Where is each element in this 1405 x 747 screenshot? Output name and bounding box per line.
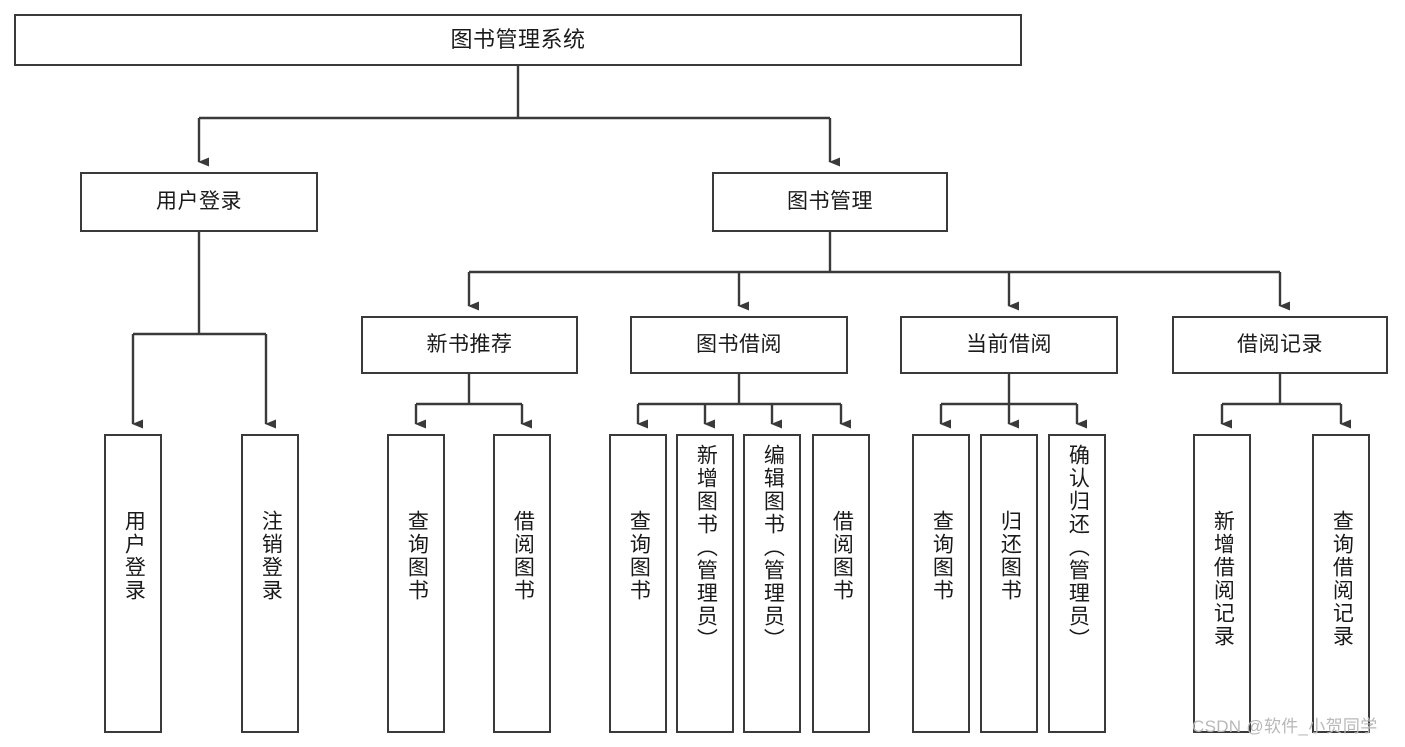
node-label: 用户登录: [156, 189, 242, 213]
leaf-query-borrow-record[interactable]: 查询借阅记录: [1312, 434, 1370, 733]
node-label: 新增借阅记录: [1211, 510, 1235, 648]
node-label: 借阅图书: [830, 510, 854, 602]
node-label: 查询借阅记录: [1330, 510, 1354, 648]
node-label: 新书推荐: [426, 332, 513, 356]
node-borrow-record[interactable]: 借阅记录: [1172, 316, 1388, 374]
leaf-query-book-recommend[interactable]: 查询图书: [387, 434, 445, 733]
leaf-add-borrow-record[interactable]: 新增借阅记录: [1193, 434, 1251, 733]
leaf-query-book-borrow[interactable]: 查询图书: [609, 434, 667, 733]
node-label: 借阅图书: [511, 510, 535, 602]
node-label: 归还图书: [998, 510, 1022, 602]
node-label: 编辑图书（管理员）: [761, 444, 785, 651]
node-label: 查询图书: [405, 510, 429, 602]
node-label: 图书管理系统: [450, 27, 586, 53]
leaf-add-book-admin[interactable]: 新增图书（管理员）: [676, 434, 734, 733]
leaf-user-login-action[interactable]: 用户登录: [104, 434, 162, 733]
node-label: 新增图书（管理员）: [694, 444, 718, 651]
node-current-borrow[interactable]: 当前借阅: [900, 316, 1118, 374]
leaf-return-book[interactable]: 归还图书: [980, 434, 1038, 733]
leaf-query-book-current[interactable]: 查询图书: [912, 434, 970, 733]
node-label: 用户登录: [122, 510, 146, 602]
node-book-management[interactable]: 图书管理: [712, 172, 948, 232]
leaf-confirm-return-admin[interactable]: 确认归还（管理员）: [1048, 434, 1106, 733]
node-label: 注销登录: [259, 510, 283, 602]
leaf-borrow-book[interactable]: 借阅图书: [812, 434, 870, 733]
node-label: 图书管理: [787, 189, 873, 213]
leaf-edit-book-admin[interactable]: 编辑图书（管理员）: [743, 434, 801, 733]
node-label: 确认归还（管理员）: [1066, 444, 1090, 651]
node-label: 查询图书: [627, 510, 651, 602]
leaf-borrow-book-recommend[interactable]: 借阅图书: [493, 434, 551, 733]
node-label: 图书借阅: [696, 332, 782, 356]
node-label: 查询图书: [930, 510, 954, 602]
node-label: 当前借阅: [966, 332, 1052, 356]
node-user-login[interactable]: 用户登录: [80, 172, 318, 232]
node-new-book-recommend[interactable]: 新书推荐: [361, 316, 578, 374]
node-book-borrow[interactable]: 图书借阅: [630, 316, 848, 374]
node-label: 借阅记录: [1237, 332, 1323, 356]
watermark-text: CSDN @软件_小贺同学: [1192, 717, 1378, 736]
leaf-user-logout[interactable]: 注销登录: [241, 434, 299, 733]
node-root-system[interactable]: 图书管理系统: [14, 14, 1022, 66]
